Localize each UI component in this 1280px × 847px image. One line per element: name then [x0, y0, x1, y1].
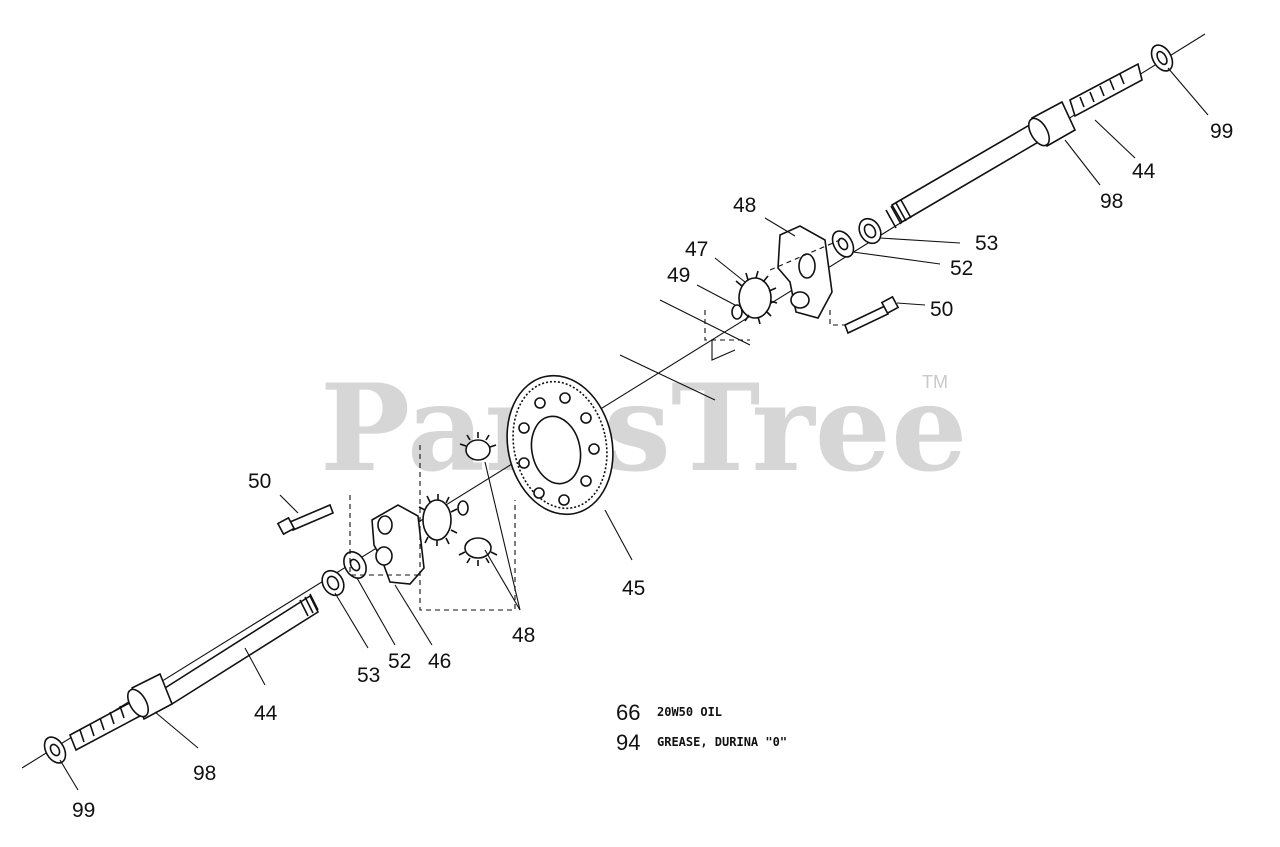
side-gear-left — [418, 494, 458, 546]
axle-left — [68, 593, 320, 752]
bushing-right — [1027, 100, 1077, 148]
bearing-block-right — [777, 225, 833, 319]
note-number: 66 — [616, 700, 640, 725]
notes-list: 66 20W50 OIL 94 GREASE, DURINA "0" — [616, 700, 787, 755]
bolt-left-50 — [276, 503, 335, 536]
washer-right-52-hole — [837, 237, 849, 251]
washer-left-99-hole — [49, 743, 61, 757]
callout-46: 46 — [428, 650, 451, 673]
ring-49 — [731, 304, 743, 320]
note-number: 94 — [616, 730, 640, 755]
washer-right-99 — [1150, 44, 1174, 72]
callout-45: 45 — [622, 577, 645, 600]
note-text: 20W50 OIL — [657, 705, 722, 719]
pinion-gear-lower — [458, 537, 498, 566]
callout-49: 49 — [667, 264, 690, 287]
bevel-gear-47 — [734, 270, 778, 325]
callout-44-bottom: 44 — [254, 702, 278, 725]
callout-44-top: 44 — [1132, 160, 1156, 183]
ring-gear-45 — [506, 374, 614, 516]
watermark-text: PartsTree — [320, 358, 967, 499]
callout-52-top: 52 — [950, 257, 973, 280]
axle-right — [885, 62, 1143, 229]
callout-53-top: 53 — [975, 232, 998, 255]
spacer-left-53-hole — [326, 575, 340, 591]
note-text: GREASE, DURINA "0" — [657, 735, 787, 749]
callout-53-bottom: 53 — [357, 664, 380, 687]
callout-99-bottom: 99 — [72, 799, 95, 822]
bearing-block-left — [371, 504, 425, 585]
callout-48-bottom: 48 — [512, 624, 535, 647]
spacer-right-53-hole — [863, 223, 877, 239]
washer-left-52-hole — [349, 558, 361, 572]
bushing-left — [126, 672, 174, 721]
callout-98-top: 98 — [1100, 190, 1123, 213]
callout-52-bottom: 52 — [388, 650, 411, 673]
callout-98-bottom: 98 — [193, 762, 216, 785]
callout-50-right: 50 — [930, 298, 953, 321]
callout-48-top: 48 — [733, 194, 756, 217]
bolt-right-50 — [843, 295, 900, 335]
callout-50-left: 50 — [248, 470, 271, 493]
ring-left — [457, 500, 469, 516]
watermark-trademark: TM — [922, 372, 948, 392]
leader-lines — [59, 67, 1209, 791]
assembly-guide-lines — [349, 239, 845, 611]
pinion-gear-upper — [459, 432, 497, 461]
callout-99-top: 99 — [1210, 120, 1233, 143]
callout-47: 47 — [685, 238, 708, 261]
